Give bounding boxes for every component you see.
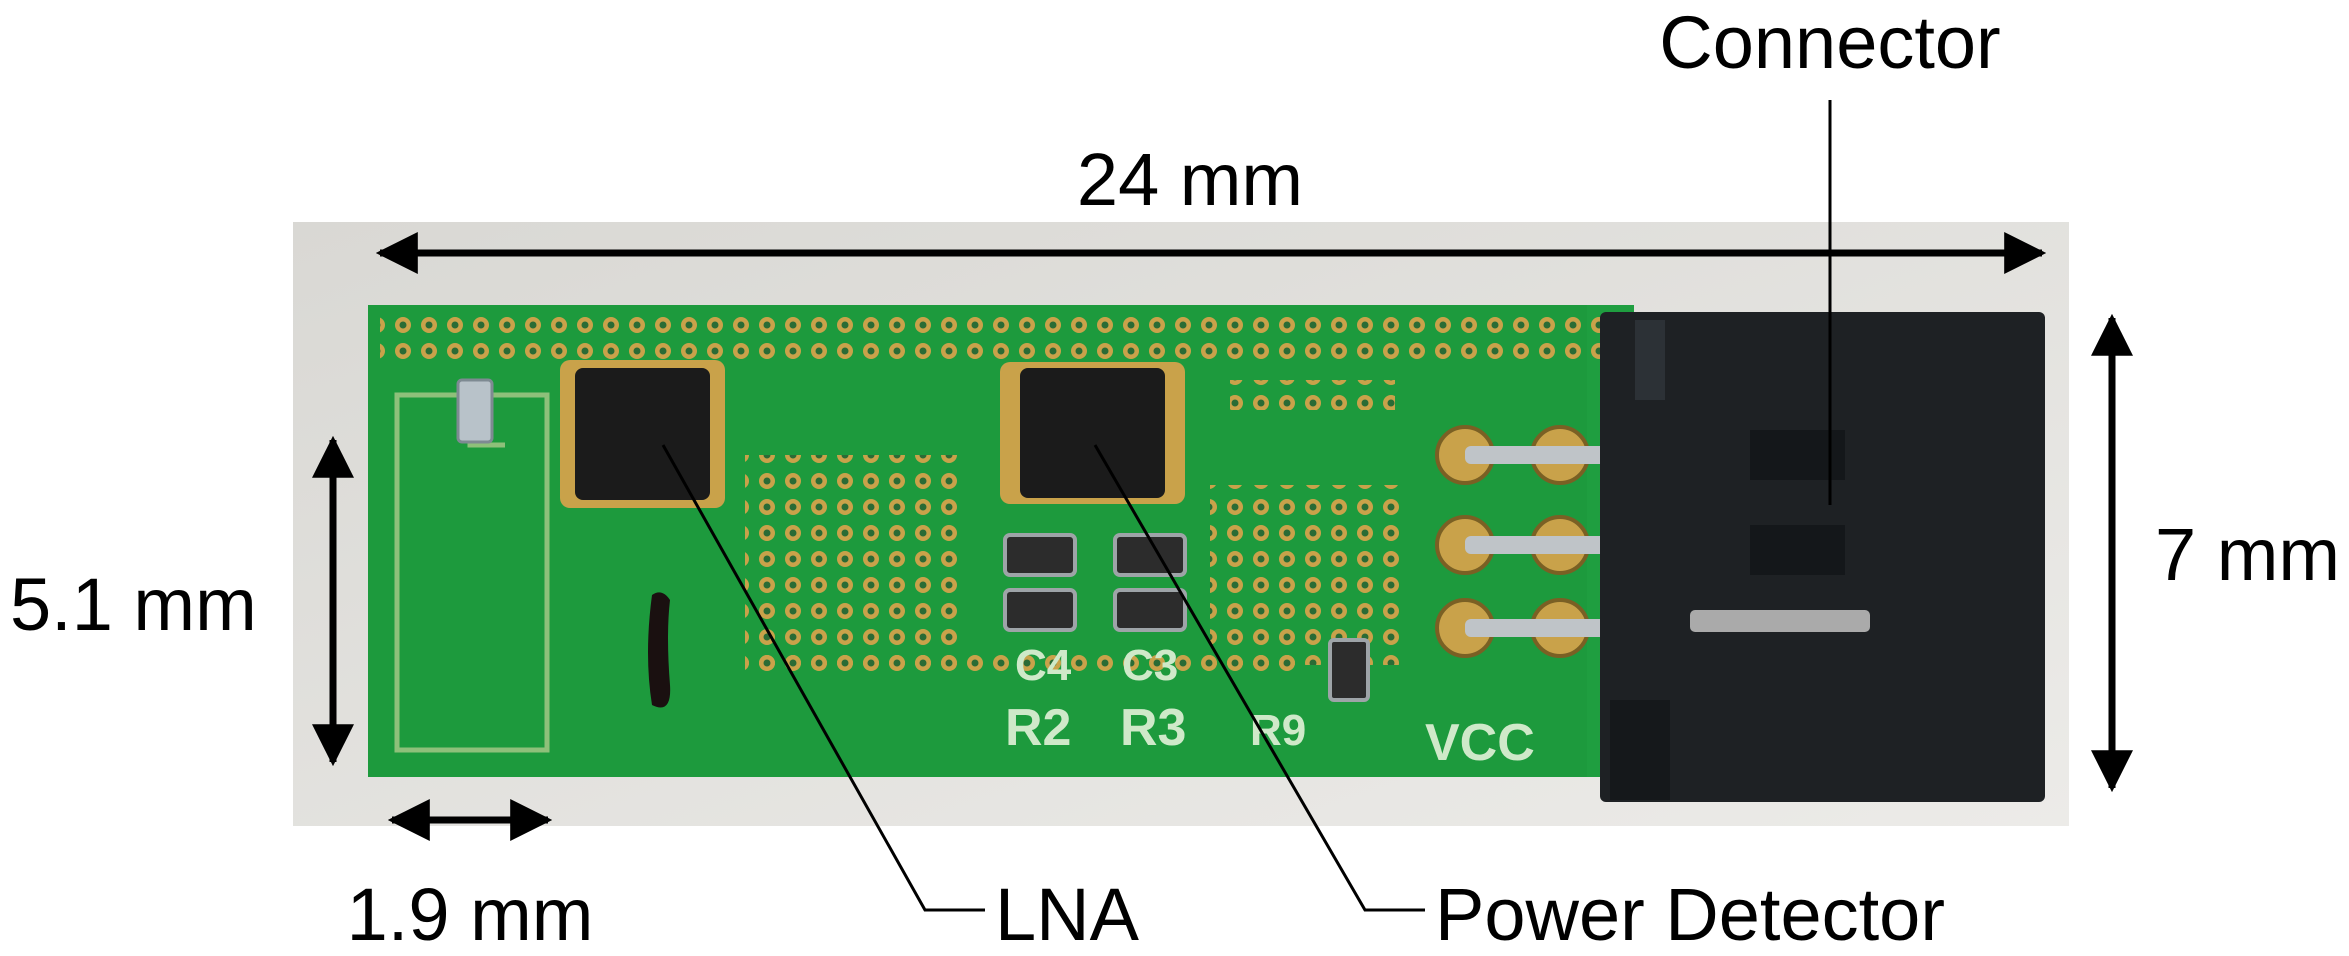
silkscreen-r3: R3 (1120, 699, 1186, 757)
silkscreen-vcc: VCC (1425, 714, 1535, 772)
via-row-top (380, 315, 1610, 369)
dimension-arrows (312, 232, 2133, 841)
width-dimension-label: 24 mm (1077, 138, 1303, 221)
connector-housing (1600, 312, 2045, 802)
solder-blob (648, 592, 671, 708)
height-dimension-label: 7 mm (2155, 513, 2340, 596)
silkscreen-c3: C3 (1122, 641, 1178, 690)
connector-label: Connector (1659, 1, 2000, 84)
pcb-board: C4 C3 R2 R3 R9 VCC (368, 305, 1640, 777)
via-block-right (1210, 485, 1405, 665)
connector-pins (1435, 425, 1640, 658)
power-detector-chip (1000, 362, 1185, 504)
silkscreen-r9: R9 (1250, 706, 1306, 755)
via-row-bottom (745, 650, 1305, 676)
lna-chip (560, 360, 725, 508)
lna-label: LNA (995, 873, 1140, 956)
via-row-mid (1230, 380, 1395, 410)
antenna-width-label: 1.9 mm (347, 873, 594, 956)
lna-leader (661, 444, 985, 912)
via-block-center (745, 455, 960, 670)
antenna-component (456, 378, 494, 444)
power-detector-label: Power Detector (1435, 873, 1945, 956)
passive-components (1003, 533, 1370, 702)
antenna-height-label: 5.1 mm (10, 563, 257, 646)
silkscreen-r2: R2 (1005, 699, 1071, 757)
power-detector-leader (1093, 444, 1425, 912)
leader-lines (661, 100, 1832, 912)
silkscreen-c4: C4 (1015, 641, 1072, 690)
